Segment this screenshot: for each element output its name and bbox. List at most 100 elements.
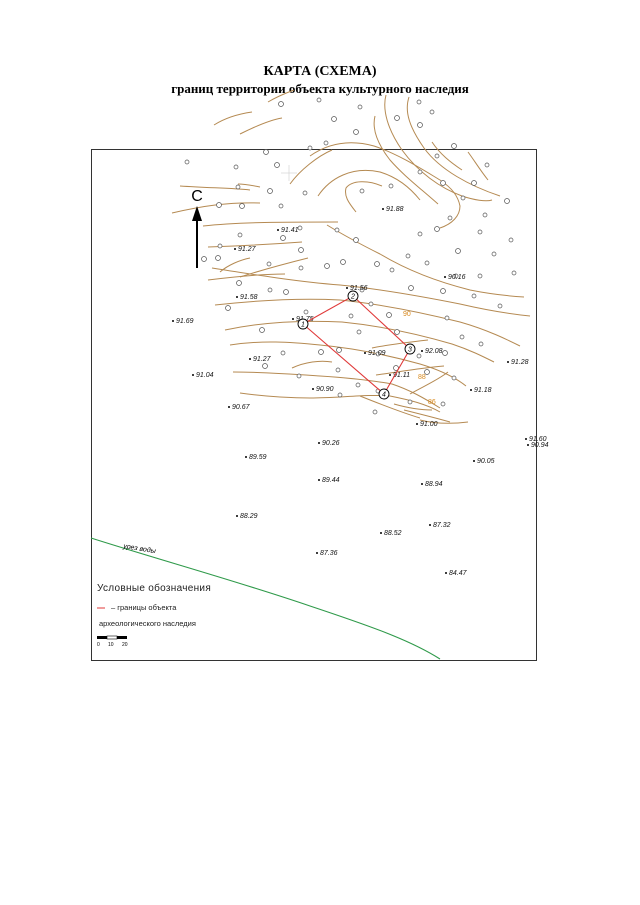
survey-marker	[453, 273, 459, 279]
legend-title: Условные обозначения	[97, 582, 211, 594]
contour-line	[211, 267, 531, 317]
elevation-dot	[470, 389, 472, 391]
survey-marker	[460, 195, 466, 201]
survey-marker	[298, 247, 304, 253]
survey-marker	[184, 159, 190, 165]
elevation-label: 91.60	[529, 436, 547, 443]
contour-line	[232, 371, 441, 409]
survey-marker	[262, 363, 268, 369]
north-arrow-head	[192, 206, 202, 221]
survey-marker	[424, 260, 430, 266]
survey-marker	[394, 115, 400, 121]
survey-marker	[417, 169, 423, 175]
contour-line	[291, 360, 333, 369]
survey-marker	[356, 329, 362, 335]
boundary-vertex-1-label: 1	[301, 322, 305, 329]
contour-line	[393, 403, 433, 411]
contour-label-88: 88	[418, 374, 426, 381]
survey-marker	[440, 288, 446, 294]
survey-marker	[307, 145, 313, 151]
survey-marker	[239, 203, 245, 209]
survey-marker	[440, 180, 446, 186]
elevation-dot	[389, 374, 391, 376]
survey-marker	[388, 183, 394, 189]
survey-marker	[263, 149, 269, 155]
survey-marker	[416, 353, 422, 359]
survey-marker	[303, 309, 309, 315]
survey-marker	[394, 329, 400, 335]
survey-marker	[511, 270, 517, 276]
survey-marker	[508, 237, 514, 243]
survey-marker	[504, 198, 510, 204]
elevation-label: 88.94	[425, 481, 443, 488]
survey-marker	[217, 243, 223, 249]
survey-marker	[331, 116, 337, 122]
survey-marker	[434, 226, 440, 232]
map-frame	[91, 149, 537, 661]
survey-marker	[417, 231, 423, 237]
survey-marker	[278, 101, 284, 107]
elevation-label: 84.47	[449, 570, 468, 577]
elevation-dot	[172, 320, 174, 322]
survey-marker	[274, 162, 280, 168]
contour-line	[467, 151, 489, 181]
boundary-vertices: 1 2 3 4	[297, 290, 416, 400]
elevation-label: 90.05	[477, 458, 495, 465]
elevation-dot	[236, 515, 238, 517]
elevation-dot	[380, 532, 382, 534]
survey-markers	[184, 97, 517, 415]
survey-marker	[471, 293, 477, 299]
survey-marker	[353, 237, 359, 243]
contour-line	[409, 371, 449, 395]
survey-marker	[434, 153, 440, 159]
survey-marker	[375, 351, 381, 357]
elevation-dot	[277, 229, 279, 231]
contour-line	[384, 94, 493, 202]
contour-line	[239, 117, 283, 135]
elevation-label: 91.56	[350, 285, 368, 292]
contour-line	[214, 298, 521, 347]
survey-marker	[348, 313, 354, 319]
survey-marker	[266, 261, 272, 267]
survey-marker	[336, 347, 342, 353]
survey-marker	[471, 180, 477, 186]
scale-bar: 0 10 20	[97, 635, 128, 648]
survey-marker	[233, 164, 239, 170]
survey-marker	[324, 263, 330, 269]
survey-marker	[482, 212, 488, 218]
survey-marker	[334, 227, 340, 233]
elevation-label: 92.08	[425, 348, 443, 355]
contour-line	[237, 183, 261, 188]
elevation-dot	[525, 438, 527, 440]
elevation-label: 90.94	[531, 442, 549, 449]
contour-line	[345, 181, 383, 213]
elevation-label: 91.88	[386, 206, 404, 213]
elevation-dot	[421, 350, 423, 352]
contour-line	[239, 392, 441, 413]
boundary-vertex-2-label: 2	[350, 294, 355, 301]
scale-tick-10: 10	[108, 642, 114, 648]
elevation-label: 91.28	[511, 359, 529, 366]
survey-marker	[477, 273, 483, 279]
survey-marker	[335, 367, 341, 373]
survey-marker	[408, 285, 414, 291]
survey-marker	[429, 109, 435, 115]
survey-marker	[440, 401, 446, 407]
contour-line	[317, 170, 421, 201]
boundary-vertex-2	[347, 290, 359, 302]
survey-marker	[337, 392, 343, 398]
survey-marker	[459, 334, 465, 340]
survey-marker	[235, 184, 241, 190]
document-title: КАРТА (СХЕМА)	[263, 64, 377, 79]
survey-marker	[216, 202, 222, 208]
elevation-dot	[245, 456, 247, 458]
elevation-dot	[192, 374, 194, 376]
boundary-vertex-1	[297, 318, 309, 330]
survey-marker	[447, 215, 453, 221]
elevation-label: 91.18	[474, 387, 492, 394]
north-label: С	[191, 188, 203, 205]
survey-marker	[424, 369, 430, 375]
elevation-label: 91.04	[196, 372, 214, 379]
survey-marker	[407, 399, 413, 405]
elevation-label: 88.52	[384, 530, 402, 537]
